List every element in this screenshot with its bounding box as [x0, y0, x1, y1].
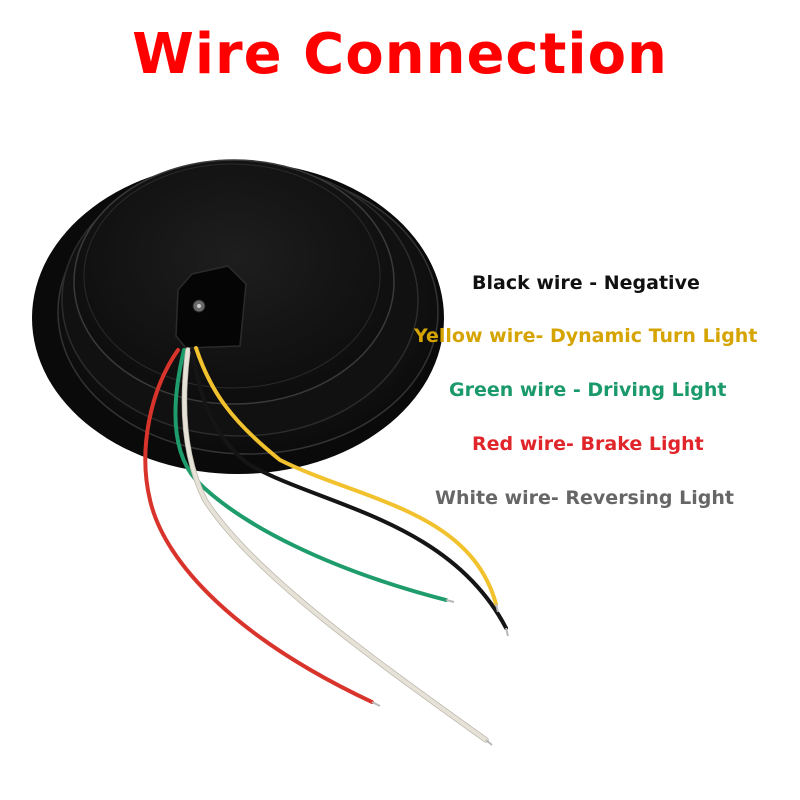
wire-bundle: [143, 346, 509, 746]
legend-green-wire: Green wire - Driving Light: [449, 379, 727, 401]
legend-red-wire: Red wire- Brake Light: [472, 433, 704, 455]
black-wire: [190, 348, 508, 630]
green-wire-tip: [445, 599, 455, 603]
legend-white-wire: White wire- Reversing Light: [435, 487, 734, 509]
yellow-wire-tip: [495, 603, 499, 613]
legend-black-wire: Black wire - Negative: [472, 272, 700, 294]
green-wire: [173, 348, 448, 602]
red-wire-tip: [371, 701, 381, 707]
page-title: Wire Connection: [132, 22, 668, 87]
white-wire: [182, 348, 488, 742]
legend-yellow-wire: Yellow wire- Dynamic Turn Light: [414, 325, 758, 347]
black-wire-tip: [505, 627, 509, 637]
connector-block: [175, 265, 247, 349]
yellow-wire: [194, 346, 498, 606]
white-wire-tip: [485, 739, 493, 746]
red-wire: [143, 348, 374, 704]
